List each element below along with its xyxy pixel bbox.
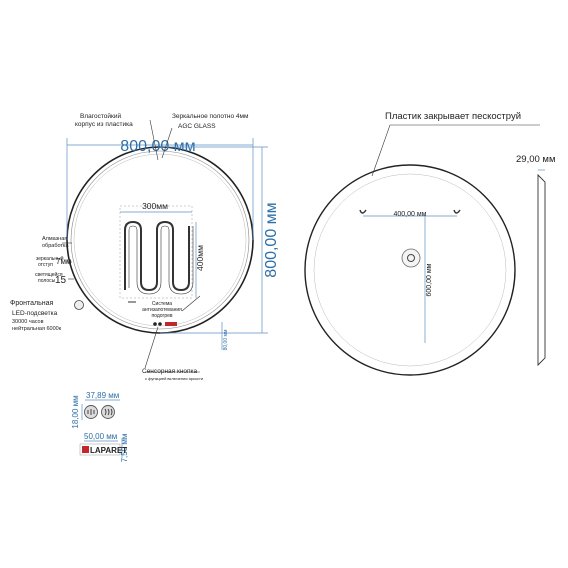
back-outer — [304, 164, 516, 376]
button-heater[interactable] — [101, 405, 115, 419]
hanger-left — [359, 209, 367, 214]
hanger-right — [453, 209, 461, 214]
dim-80: 80,00 мм — [223, 329, 229, 350]
outlet-outer — [401, 248, 421, 268]
front-view: 800,00 мм 800,00 мм 300мм 400мм 80,00 мм… — [10, 112, 280, 381]
heater-width-label: 300мм — [142, 201, 168, 211]
height-dimension: 800,00 мм — [263, 202, 280, 277]
led-ring — [73, 153, 247, 327]
width-dimension: 800,00 мм — [120, 138, 195, 155]
mirror-inner-rim — [70, 150, 250, 330]
back-title: Пластик закрывает пескоструй — [385, 111, 521, 122]
brand-mark-small — [165, 322, 177, 326]
callout-strip-value: 15 — [55, 275, 67, 286]
heater-height-label: 400мм — [195, 245, 205, 271]
brand-badge — [79, 443, 121, 456]
button-dim-side: 18,00 мм — [71, 395, 80, 428]
button-dim-top: 37,89 мм — [86, 391, 119, 400]
sensor-button-dot-1[interactable] — [153, 322, 157, 326]
callout-led-2: LED-подсветка — [12, 310, 58, 317]
callout-led-4: нейтральная 6000к — [12, 325, 62, 332]
callout-offset-1: зеркальный — [36, 255, 64, 262]
callout-led-3: 30000 часов — [12, 319, 44, 325]
brand-name: LAPARET — [90, 446, 127, 455]
callout-sensor-2: с функцией включения яркости — [145, 376, 203, 381]
outlet-inner — [407, 254, 415, 262]
callout-mirror-1: Зеркальное полотно 4мм — [172, 113, 249, 120]
back-inner — [313, 173, 507, 367]
callout-led-1: Фронтальная — [10, 300, 53, 307]
callout-strip-1: светящейся — [35, 271, 63, 278]
side-profile — [537, 173, 546, 367]
callout-housing-2: корпус из пластика — [75, 121, 133, 128]
button-detail: 37,89 мм 18,00 мм 50,00 мм 7,50 мм LAPAR… — [71, 391, 129, 462]
callout-offset-value: 7мм — [56, 257, 71, 266]
callout-mirror-2: AGC GLASS — [178, 123, 216, 130]
brand-logo-icon — [82, 446, 89, 453]
callout-diamond-2: обработка — [42, 243, 69, 249]
callout-housing-1: Влагостойкий — [80, 112, 121, 120]
callout-strip-2: полосы — [38, 278, 56, 284]
front-led-marker — [74, 300, 84, 310]
callout-sensor-1: Сенсорная кнопка — [142, 368, 198, 375]
heater-frame — [119, 205, 193, 299]
callout-heater-2: антизапотевания — [142, 307, 182, 313]
button-dim-bottom: 50,00 мм — [84, 432, 117, 441]
callout-diamond-1: Алмазная — [42, 236, 67, 242]
sensor-button-dot-2[interactable] — [158, 322, 162, 326]
callout-heater-3: подогрев — [151, 313, 172, 319]
hanger-dim: 400,00 мм — [394, 211, 427, 218]
back-view: Пластик закрывает пескоструй 400,00 мм 6… — [304, 111, 555, 376]
heater-serpentine — [124, 220, 190, 292]
button-dim-right: 7,50 мм — [120, 434, 129, 463]
callout-offset-2: отступ — [38, 262, 53, 268]
depth-dim: 29,00 мм — [516, 154, 555, 165]
center-dim: 600,00 мм — [426, 263, 433, 296]
callout-heater-1: Система — [152, 301, 172, 307]
